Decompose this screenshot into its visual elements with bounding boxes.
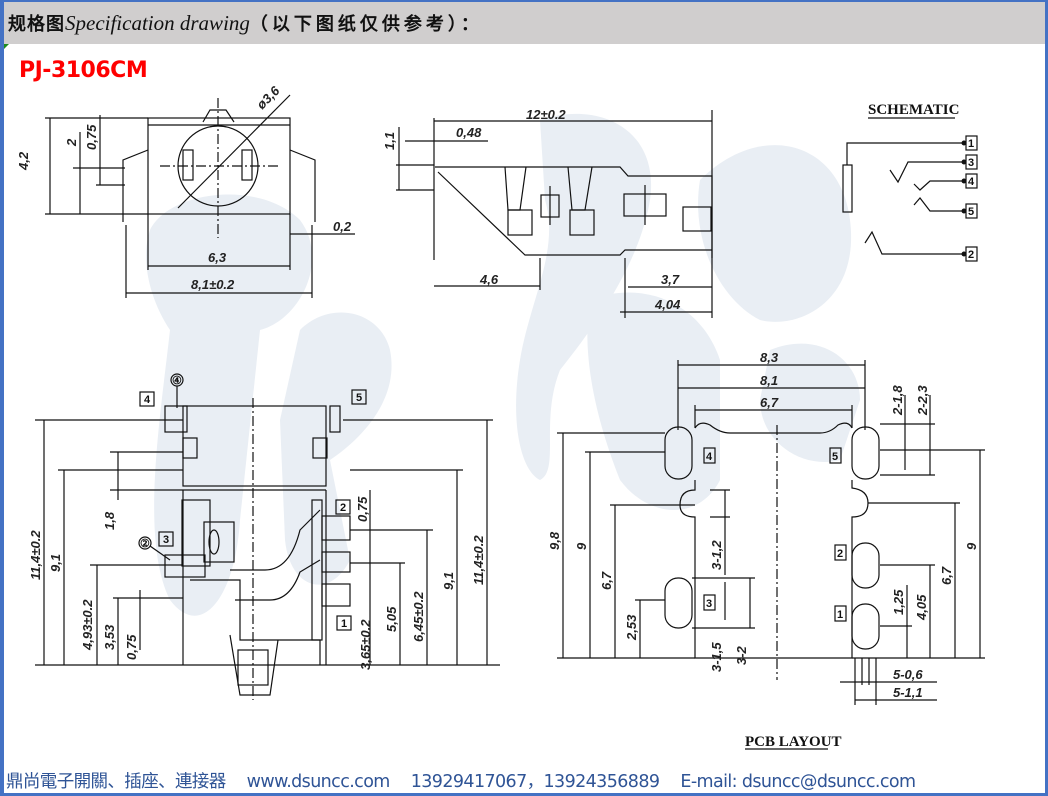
model-number: PJ-3106CM — [19, 58, 148, 83]
dim-6-7-top: 6,7 — [760, 395, 779, 410]
footer-phones: 13929417067，13924356889 — [410, 772, 660, 792]
dim-9-8: 9,8 — [547, 531, 562, 550]
dim-9-1-right: 9,1 — [441, 572, 456, 590]
watermark-stroke-2 — [280, 312, 392, 585]
watermark-stroke-1 — [146, 194, 313, 616]
dim-9-right: 9 — [964, 542, 979, 550]
dim-2-2-3: 2-2,3 — [915, 385, 930, 416]
dim-9-1-left: 9,1 — [48, 554, 63, 572]
dim-0-75: 0,75 — [84, 124, 99, 150]
footer-website[interactable]: www.dsuncc.com — [246, 772, 391, 792]
dim-3-2: 3-2 — [734, 645, 749, 665]
dim-3-7: 3,7 — [661, 272, 680, 287]
dim-9-left: 9 — [574, 542, 589, 550]
pad-5 — [851, 426, 880, 480]
watermark-stroke-4 — [698, 145, 852, 322]
pcb-layout: 4 5 3 2 1 8,3 8,1 6,7 9,8 9 6,7 2,53 3-1… — [547, 350, 985, 750]
dim-5-1-1: 5-1,1 — [893, 685, 923, 700]
header-title-en: Specification drawing — [65, 10, 250, 35]
footer: 鼎尚電子開關、插座、連接器 www.dsuncc.com 13929417067… — [6, 768, 1046, 792]
dim-11-4-left: 11,4±0.2 — [28, 530, 43, 580]
dim-3-1-5: 3-1,5 — [709, 642, 724, 672]
dim-1-1: 1,1 — [382, 132, 397, 150]
bottom-pin-3: 3 — [163, 534, 169, 546]
header-bar: 规格图 Specification drawing （以下图纸仅供参考）： — [4, 2, 1045, 44]
schematic-pin-1: 1 — [968, 138, 974, 150]
dim-5-0-6: 5-0,6 — [893, 667, 923, 682]
dim-5-05: 5,05 — [384, 606, 399, 632]
footer-company: 鼎尚電子開關、插座、連接器 — [6, 772, 226, 792]
dim-1-8: 1,8 — [102, 511, 117, 530]
dim-8-1: 8,1±0.2 — [191, 277, 235, 292]
dim-0-48: 0,48 — [456, 125, 482, 140]
dim-4-93: 4,93±0.2 — [80, 599, 95, 651]
dim-8-3: 8,3 — [760, 350, 779, 365]
pcb-pin-1: 1 — [837, 609, 843, 621]
pcb-pin-2: 2 — [837, 548, 843, 560]
callout-4: ④ — [172, 375, 182, 387]
dim-3-65: 3,65±0.2 — [358, 619, 373, 670]
dim-0-2: 0,2 — [333, 219, 352, 234]
schematic-pin-3: 3 — [968, 157, 974, 169]
dim-6-7-left: 6,7 — [599, 571, 614, 590]
dim-diameter: ø3,6 — [254, 83, 284, 113]
pad-2 — [851, 542, 880, 589]
bottom-pin-2: 2 — [340, 502, 346, 514]
dim-4-04: 4,04 — [654, 297, 681, 312]
bottom-view: 4 5 3 2 1 ④ ② 11,4±0.2 9,1 1,8 4,93±0.2 … — [28, 373, 500, 700]
pcb-layout-title: PCB LAYOUT — [745, 734, 842, 750]
front-body — [147, 117, 291, 215]
schematic-pin-5: 5 — [968, 206, 974, 218]
bottom-pin-4: 4 — [144, 394, 151, 406]
pcb-pin-3: 3 — [706, 598, 712, 610]
cell-marker — [4, 44, 9, 49]
watermark-stroke-6 — [760, 343, 860, 462]
dim-6-45: 6,45±0.2 — [411, 591, 426, 642]
dim-0-75-left: 0,75 — [124, 634, 139, 660]
header-title-cn: 规格图 — [8, 14, 65, 35]
pad-3 — [664, 577, 693, 629]
pcb-pin-4: 4 — [706, 451, 713, 463]
bottom-pin-5: 5 — [356, 392, 362, 404]
dim-2-1-8: 2-1,8 — [890, 385, 905, 416]
dim-4-2: 4,2 — [16, 151, 31, 171]
watermark — [146, 113, 860, 616]
dim-11-4-right: 11,4±0.2 — [471, 535, 486, 585]
dim-6-3: 6,3 — [208, 250, 227, 265]
dim-8-1: 8,1 — [760, 373, 778, 388]
dim-0-75-right: 0,75 — [355, 496, 370, 522]
pad-1 — [851, 603, 880, 650]
side-view: 12±0.2 1,1 0,48 4,6 3,7 4,04 — [382, 107, 713, 318]
dim-12: 12±0.2 — [526, 107, 566, 122]
watermark-stroke-5 — [587, 292, 720, 510]
dim-4-05: 4,05 — [914, 594, 929, 621]
callout-2: ② — [140, 538, 150, 550]
dim-3-53: 3,53 — [102, 624, 117, 650]
dim-3-1-2: 3-1,2 — [709, 540, 724, 570]
schematic: SCHEMATIC 1 3 4 5 2 — [842, 102, 978, 262]
front-view: 4,2 2 0,75 ø3,6 0,2 6,3 8,1±0.2 — [16, 83, 355, 298]
dim-4-6: 4,6 — [479, 272, 499, 287]
schematic-pin-2: 2 — [968, 249, 974, 261]
dim-1-25: 1,25 — [891, 589, 906, 615]
schematic-title: SCHEMATIC — [868, 102, 959, 118]
dim-2-53: 2,53 — [624, 614, 639, 641]
schematic-pin-4: 4 — [968, 176, 975, 188]
footer-email[interactable]: E-mail: dsuncc@dsuncc.com — [680, 772, 916, 792]
pcb-pin-5: 5 — [832, 451, 838, 463]
bottom-pin-1: 1 — [341, 618, 347, 630]
dim-2: 2 — [64, 138, 79, 147]
header-title-note: （以下图纸仅供参考）： — [249, 14, 483, 35]
dim-6-7-right: 6,7 — [939, 566, 954, 585]
